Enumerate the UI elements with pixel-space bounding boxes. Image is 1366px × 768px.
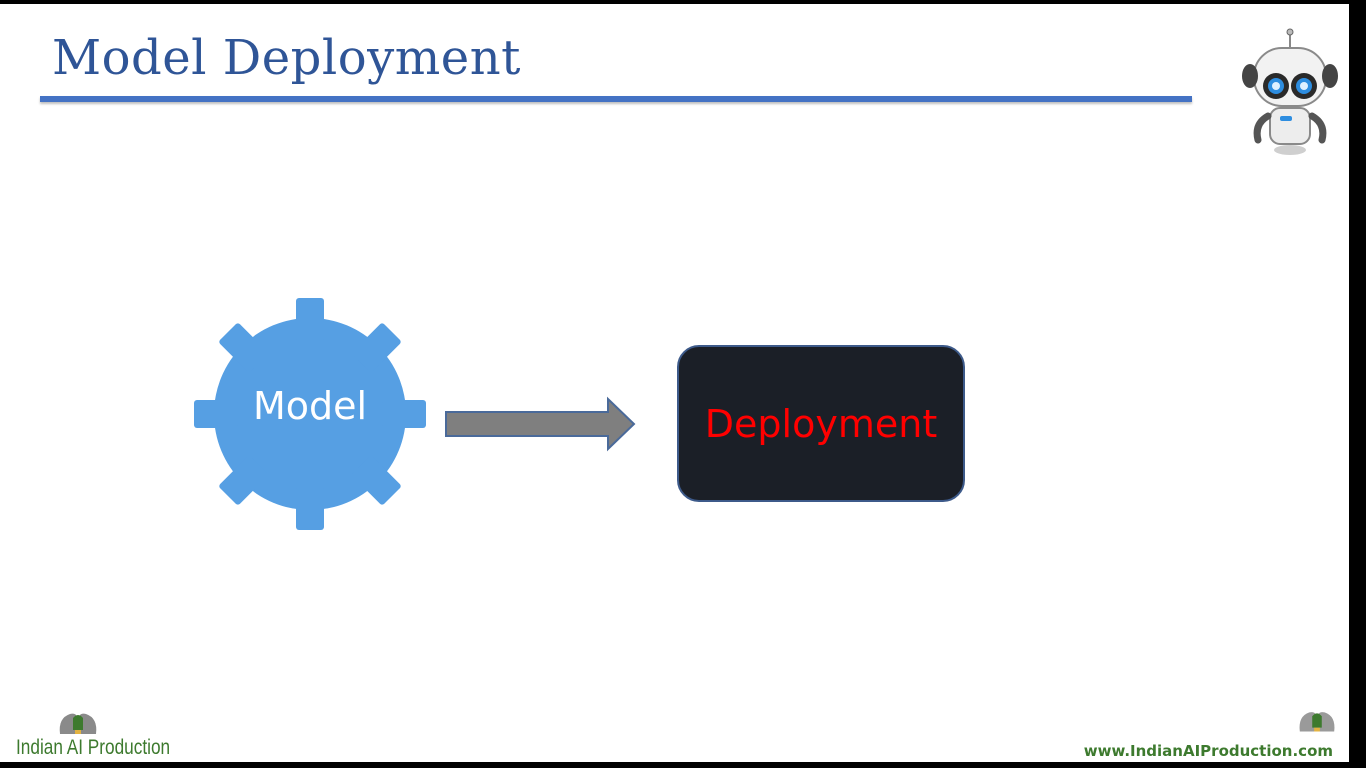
- deployment-box: Deployment: [677, 345, 965, 502]
- brand-heads-icon: [59, 713, 97, 734]
- robot-mascot-icon: [1242, 28, 1338, 155]
- model-gear-icon: [194, 298, 426, 530]
- right-arrow-icon: [445, 396, 636, 452]
- brand-logo-text: Indian AI Production: [16, 736, 171, 759]
- title-underline: [40, 96, 1192, 102]
- footer-brand-icon: [1299, 712, 1335, 732]
- footer-website-link[interactable]: www.IndianAIProduction.com: [1083, 742, 1333, 760]
- brand-logo: Indian AI Production: [14, 710, 194, 762]
- deployment-label: Deployment: [704, 401, 938, 446]
- slide-title: Model Deployment: [52, 30, 521, 86]
- slide: Model Deployment Model: [0, 4, 1349, 762]
- model-label: Model: [252, 384, 368, 428]
